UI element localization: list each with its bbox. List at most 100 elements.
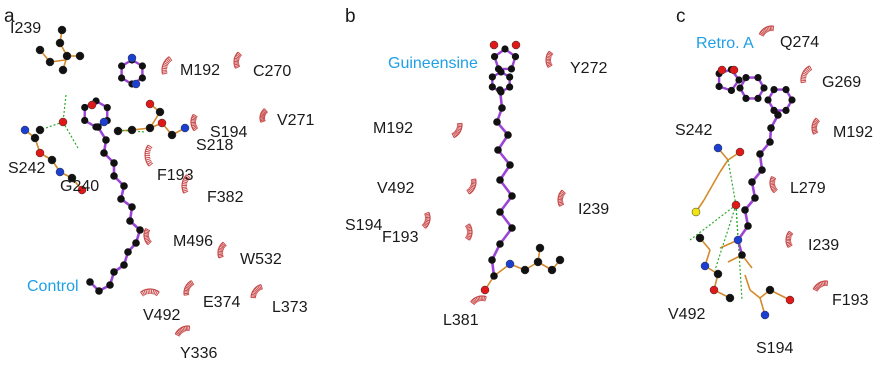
carbon-atom	[498, 104, 506, 112]
contact-arc-tick	[559, 192, 565, 196]
carbon-atom	[735, 76, 743, 84]
contact-arc-tick	[182, 189, 188, 192]
carbon-atom	[507, 65, 516, 73]
carbon-atom	[45, 57, 55, 67]
oxygen-atom	[145, 99, 155, 109]
nitrogen-atom	[131, 79, 141, 89]
carbon-atom	[35, 45, 45, 55]
contact-arc	[557, 189, 566, 207]
contact-arc-tick	[236, 53, 242, 57]
contact-arc-curve	[217, 241, 224, 259]
contact-arc-tick	[423, 221, 429, 225]
contact-arc-tick	[558, 202, 564, 206]
carbon-atom	[506, 161, 514, 169]
contact-arc-tick	[162, 65, 168, 68]
nitrogen-atom	[760, 310, 770, 320]
contact-arc	[758, 25, 775, 37]
contact-arc-tick	[260, 118, 266, 120]
carbon-atom	[155, 107, 165, 117]
contact-arc-tick	[465, 236, 470, 241]
contact-arc-tick	[547, 64, 553, 68]
contact-arc-curve	[190, 113, 195, 132]
panel-a: a Control I239 M192 C270 S194 V271 S218 …	[4, 6, 314, 362]
contact-arc	[174, 325, 191, 337]
carbon-atom	[47, 155, 57, 165]
contact-arc-tick	[144, 235, 150, 238]
oxygen-atom	[709, 285, 719, 295]
contact-arc-tick	[759, 32, 765, 36]
nitrogen-atom	[505, 259, 515, 269]
residue-label: S194	[345, 217, 382, 234]
contact-arc-tick	[182, 186, 188, 188]
contact-arc-tick	[455, 128, 461, 133]
contact-arc-curve	[468, 223, 473, 241]
contact-arc-curve	[425, 211, 431, 229]
carbon-atom	[736, 84, 744, 92]
residue-label: S218	[196, 137, 233, 154]
contact-arc-tick	[456, 127, 462, 131]
carbon-atom	[765, 285, 775, 295]
carbon-atom	[774, 111, 782, 119]
carbon-atom	[118, 74, 126, 82]
contact-arc-tick	[770, 179, 776, 182]
oxygen-atom	[480, 285, 490, 295]
contact-arc	[769, 176, 778, 194]
contact-arc-tick	[470, 182, 476, 185]
carbon-atom	[124, 248, 132, 256]
contact-arc-tick	[807, 66, 812, 72]
ligand-label: Control	[27, 278, 79, 295]
contact-arc-tick	[814, 285, 820, 290]
contact-arc-tick	[465, 235, 471, 240]
carbon-atom	[754, 94, 762, 102]
contact-arc-tick	[558, 193, 564, 197]
contact-arc-tick	[812, 125, 818, 128]
residue-bond	[719, 159, 729, 173]
contact-arc-tick	[809, 65, 813, 71]
contact-arc-tick	[452, 132, 457, 138]
contact-arc-tick	[264, 108, 268, 113]
carbon-atom	[120, 261, 128, 269]
contact-arc-tick	[424, 219, 430, 222]
contact-arc-tick	[546, 56, 552, 59]
contact-arc-curve	[140, 288, 160, 293]
carbon-atom	[497, 68, 505, 76]
contact-arc-tick	[221, 243, 226, 248]
contact-arc-tick	[466, 233, 472, 236]
carbon-atom	[488, 83, 496, 91]
carbon-atom	[75, 51, 85, 61]
oxygen-atom	[35, 148, 45, 158]
residue-label: Q274	[780, 34, 819, 51]
residue-label: F382	[207, 189, 244, 206]
panel-b: b Guineensine Y272 M192 V492 S194 F193 I…	[345, 6, 609, 329]
contact-arc-tick	[144, 236, 150, 240]
nitrogen-atom	[127, 53, 137, 63]
carbon-atom	[102, 136, 110, 144]
carbon-atom	[57, 25, 67, 35]
contact-arc-tick	[150, 289, 153, 295]
contact-arc-tick	[182, 187, 188, 190]
contact-arc-tick	[175, 332, 181, 336]
contact-arc-tick	[466, 228, 472, 231]
contact-arc-tick	[467, 188, 472, 194]
carbon-atom	[756, 150, 764, 158]
contact-arc-tick	[477, 296, 480, 302]
contact-arc	[545, 50, 554, 68]
contact-arc-tick	[145, 289, 148, 295]
contact-arc-tick	[218, 250, 224, 253]
contact-arc	[181, 174, 191, 194]
contact-arc-tick	[189, 281, 194, 286]
contact-arc-tick	[466, 234, 472, 238]
contact-arc-tick	[474, 297, 478, 303]
carbon-atom	[118, 62, 126, 70]
oxygen-atom	[717, 65, 727, 75]
residue-label: Y336	[180, 345, 217, 362]
contact-arc-tick	[786, 241, 792, 244]
contact-arc-tick	[466, 229, 472, 232]
contact-arc-tick	[424, 215, 430, 217]
contact-arc-tick	[801, 74, 807, 77]
contact-arc-layer	[140, 51, 268, 337]
contact-arc-tick	[152, 289, 155, 295]
contact-arc-tick	[237, 51, 242, 56]
panel-letter: b	[345, 6, 356, 27]
contact-arc-tick	[191, 116, 197, 120]
